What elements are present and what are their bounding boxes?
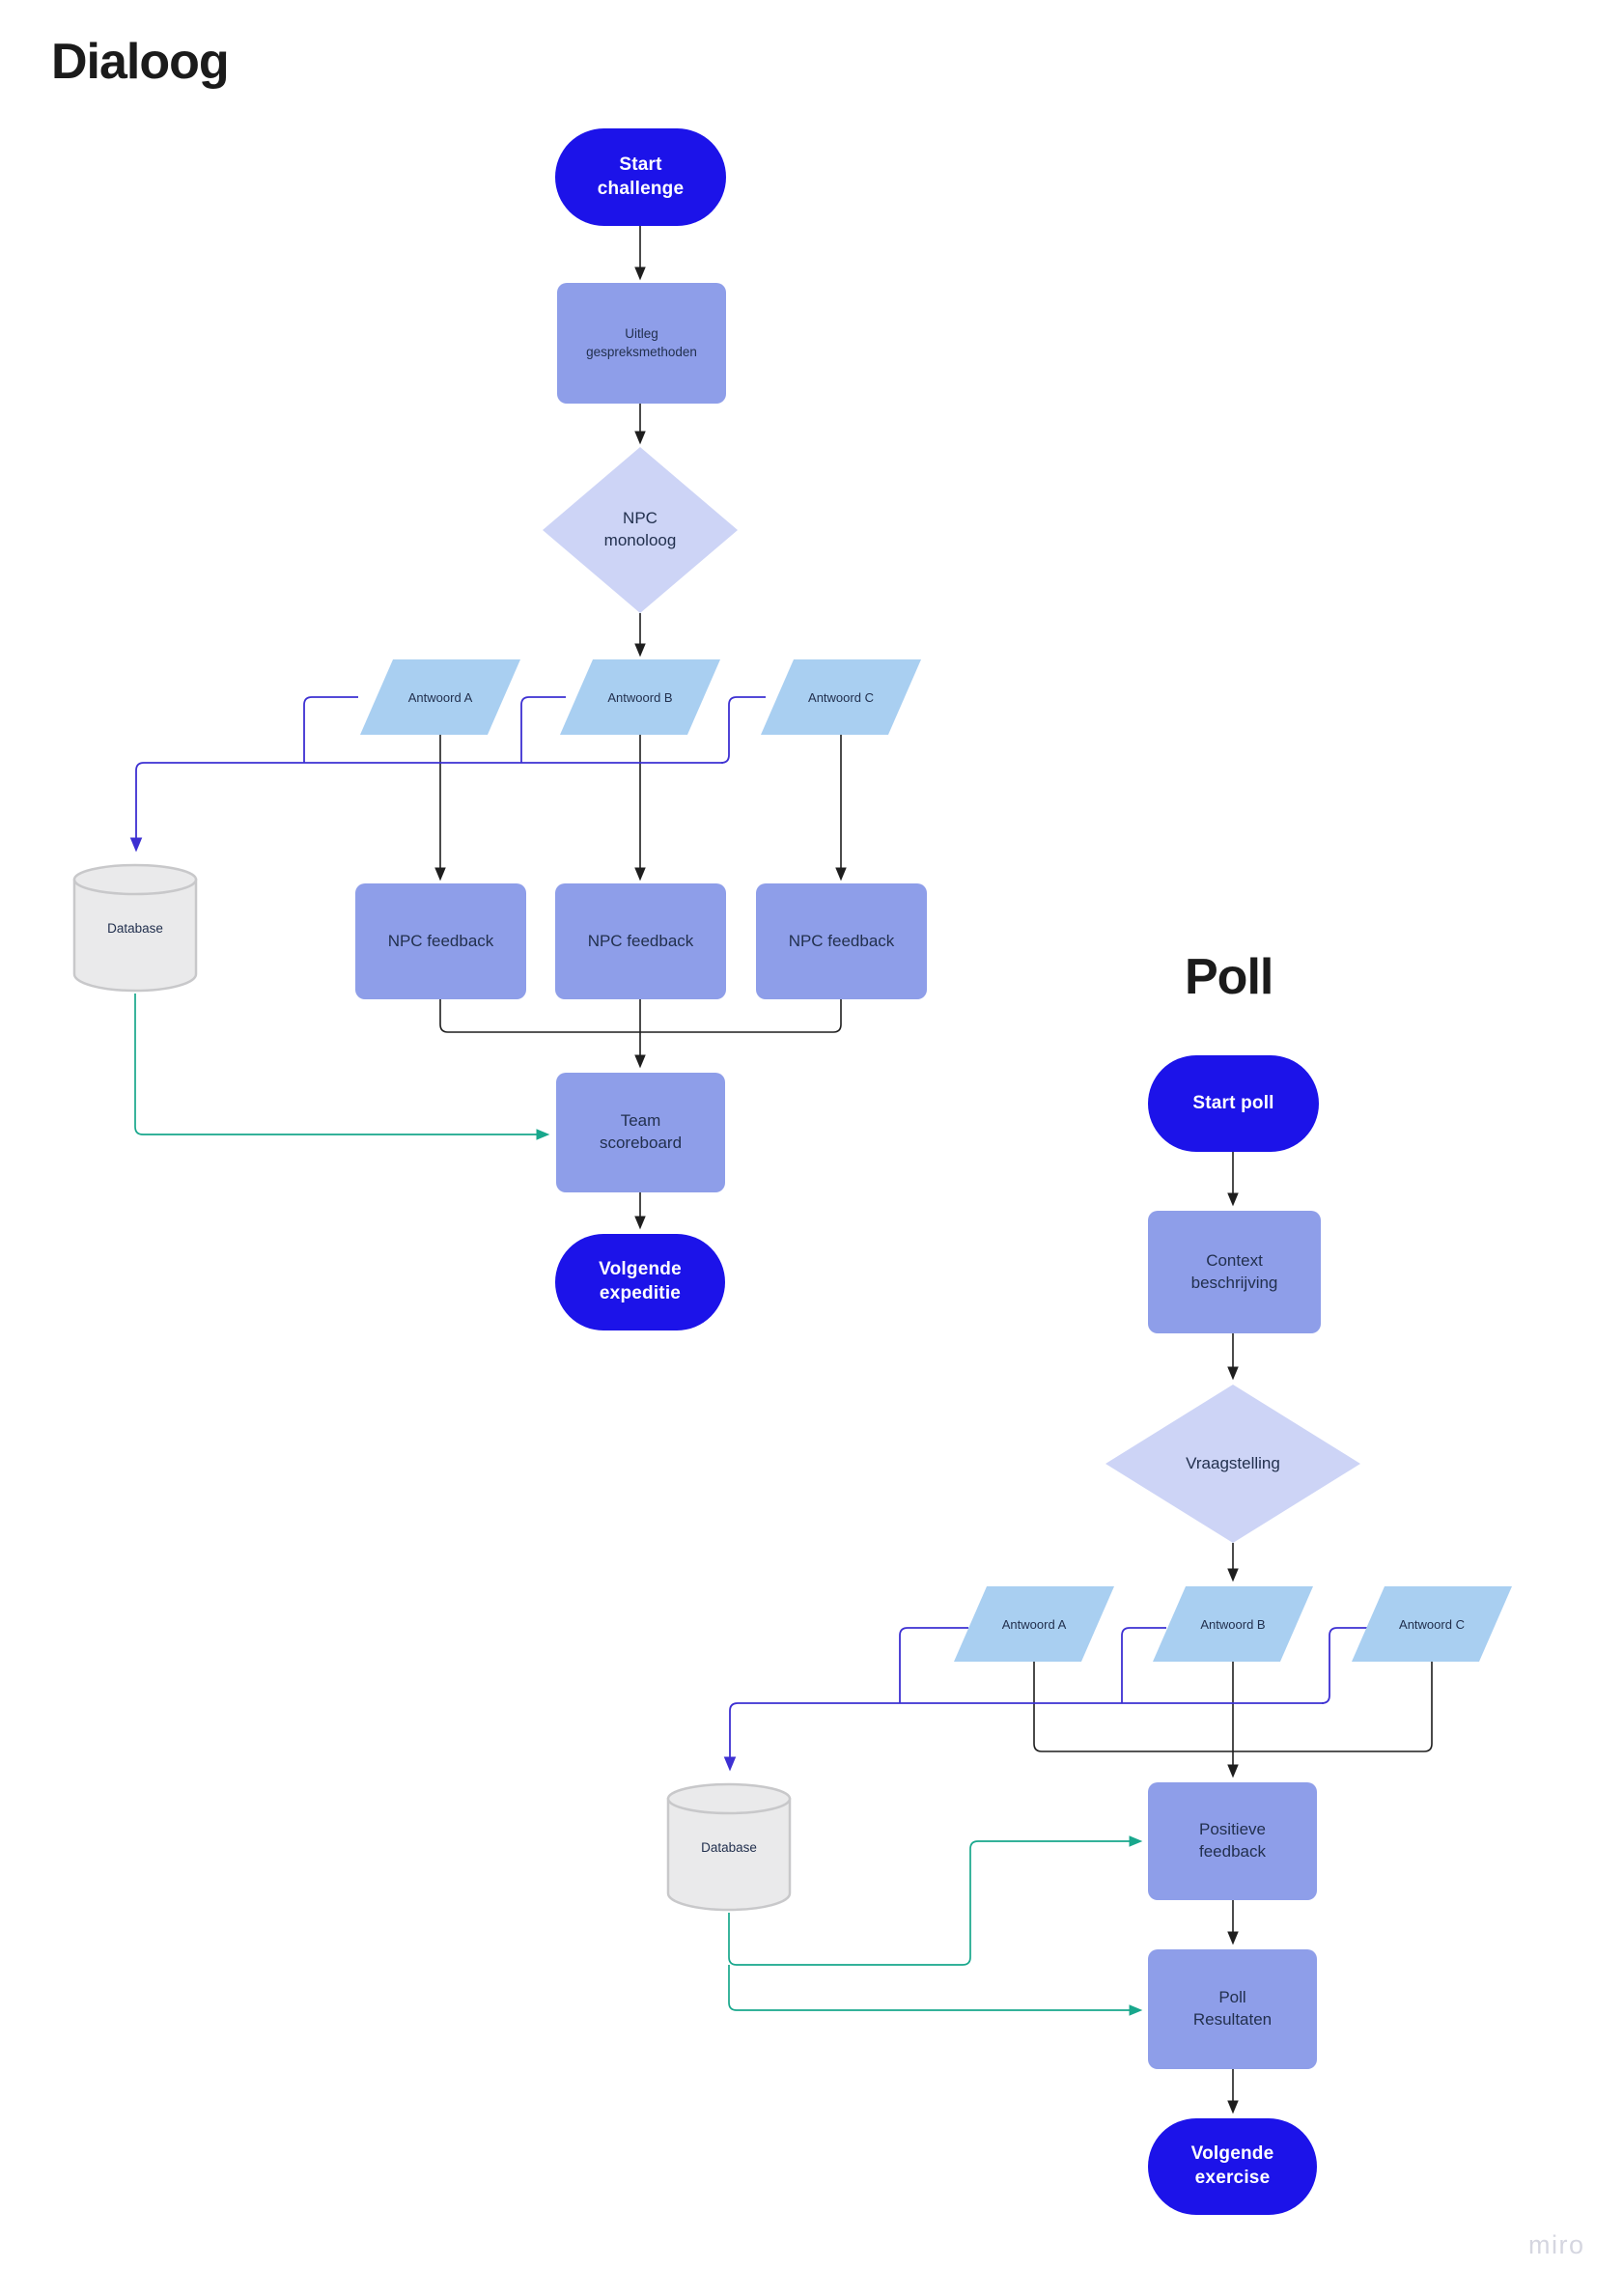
start-challenge-label: Start challenge (597, 154, 685, 199)
antwoord-b-data[interactable]: Antwoord B (560, 659, 720, 735)
npc-monoloog-decision[interactable]: NPC monoloog (543, 447, 738, 613)
poll-antwoord-b-data[interactable]: Antwoord B (1153, 1586, 1313, 1662)
merge-antwoord-elbow (1033, 1662, 1433, 1752)
npc-feedback-b-label: NPC feedback (587, 931, 694, 950)
volgende-expeditie-terminator[interactable]: Volgende expeditie (555, 1234, 725, 1330)
database-dialoog-label: Database (107, 920, 163, 936)
npc-feedback-a-label: NPC feedback (387, 931, 494, 950)
antwoord-a-label: Antwoord A (407, 689, 473, 705)
dialoog-title: Dialoog (51, 34, 230, 90)
poll-antwoord-c-data[interactable]: Antwoord C (1352, 1586, 1512, 1662)
poll-antwoord-b-label: Antwoord B (1200, 1616, 1266, 1632)
volgende-exercise-label: Volgende exercise (1190, 2143, 1274, 2188)
database-cylinder-icon (72, 863, 198, 993)
positieve-feedback-label: Positieve feedback (1199, 1820, 1266, 1861)
antwoord-c-data[interactable]: Antwoord C (761, 659, 921, 735)
vraagstelling-decision[interactable]: Vraagstelling (1105, 1385, 1360, 1543)
npc-monoloog-label: NPC monoloog (603, 509, 677, 549)
npc-feedback-a-process[interactable]: NPC feedback (355, 883, 526, 999)
start-poll-label: Start poll (1192, 1092, 1274, 1113)
arrow-bus-database1 (129, 762, 723, 853)
volgende-exercise-terminator[interactable]: Volgende exercise (1148, 2118, 1317, 2215)
database-poll[interactable]: Database (666, 1781, 792, 1913)
wire-antwoordc-db1 (720, 696, 766, 764)
wire-antwoordb-db2 (1121, 1627, 1166, 1703)
vraagstelling-label: Vraagstelling (1186, 1453, 1280, 1472)
volgende-expeditie-label: Volgende expeditie (599, 1259, 682, 1303)
poll-antwoord-a-data[interactable]: Antwoord A (954, 1586, 1114, 1662)
merge-feedback-bus (439, 999, 842, 1033)
team-scoreboard-label: Team scoreboard (599, 1111, 683, 1152)
poll-resultaten-label: Poll Resultaten (1192, 1988, 1273, 2029)
team-scoreboard-process[interactable]: Team scoreboard (556, 1073, 725, 1192)
uitleg-gespreksmethoden-process[interactable]: Uitleg gespreksmethoden (557, 283, 726, 404)
wire-antwoorda-db1 (303, 696, 358, 763)
npc-feedback-b-process[interactable]: NPC feedback (555, 883, 726, 999)
antwoord-a-data[interactable]: Antwoord A (360, 659, 520, 735)
wire-antwoordb-db1 (520, 696, 566, 763)
poll-resultaten-process[interactable]: Poll Resultaten (1148, 1949, 1317, 2069)
start-challenge-terminator[interactable]: Start challenge (555, 128, 726, 226)
context-beschrijving-label: Context beschrijving (1190, 1250, 1278, 1292)
poll-antwoord-a-label: Antwoord A (1001, 1616, 1067, 1632)
positieve-feedback-process[interactable]: Positieve feedback (1148, 1782, 1317, 1900)
arrow-database1-scoreboard (134, 994, 550, 1140)
wire-antwoorda-db2 (899, 1627, 968, 1703)
database-dialoog[interactable]: Database (72, 862, 198, 994)
miro-watermark: miro (1528, 2230, 1585, 2259)
context-beschrijving-process[interactable]: Context beschrijving (1148, 1211, 1321, 1333)
npc-feedback-c-label: NPC feedback (788, 931, 895, 950)
database-poll-label: Database (701, 1839, 757, 1855)
antwoord-c-label: Antwoord C (808, 689, 874, 705)
arrow-bus-database2 (723, 1702, 1324, 1772)
uitleg-label: Uitleg gespreksmethoden (586, 326, 697, 359)
wire-antwoordc-db2 (1321, 1627, 1368, 1704)
start-poll-terminator[interactable]: Start poll (1148, 1055, 1319, 1152)
npc-feedback-c-process[interactable]: NPC feedback (756, 883, 927, 999)
poll-antwoord-c-label: Antwoord C (1399, 1616, 1465, 1632)
antwoord-b-label: Antwoord B (607, 689, 673, 705)
poll-title: Poll (1185, 949, 1273, 1005)
arrow-database2-resultaten (728, 1965, 1143, 2016)
database-cylinder-icon (666, 1782, 792, 1912)
